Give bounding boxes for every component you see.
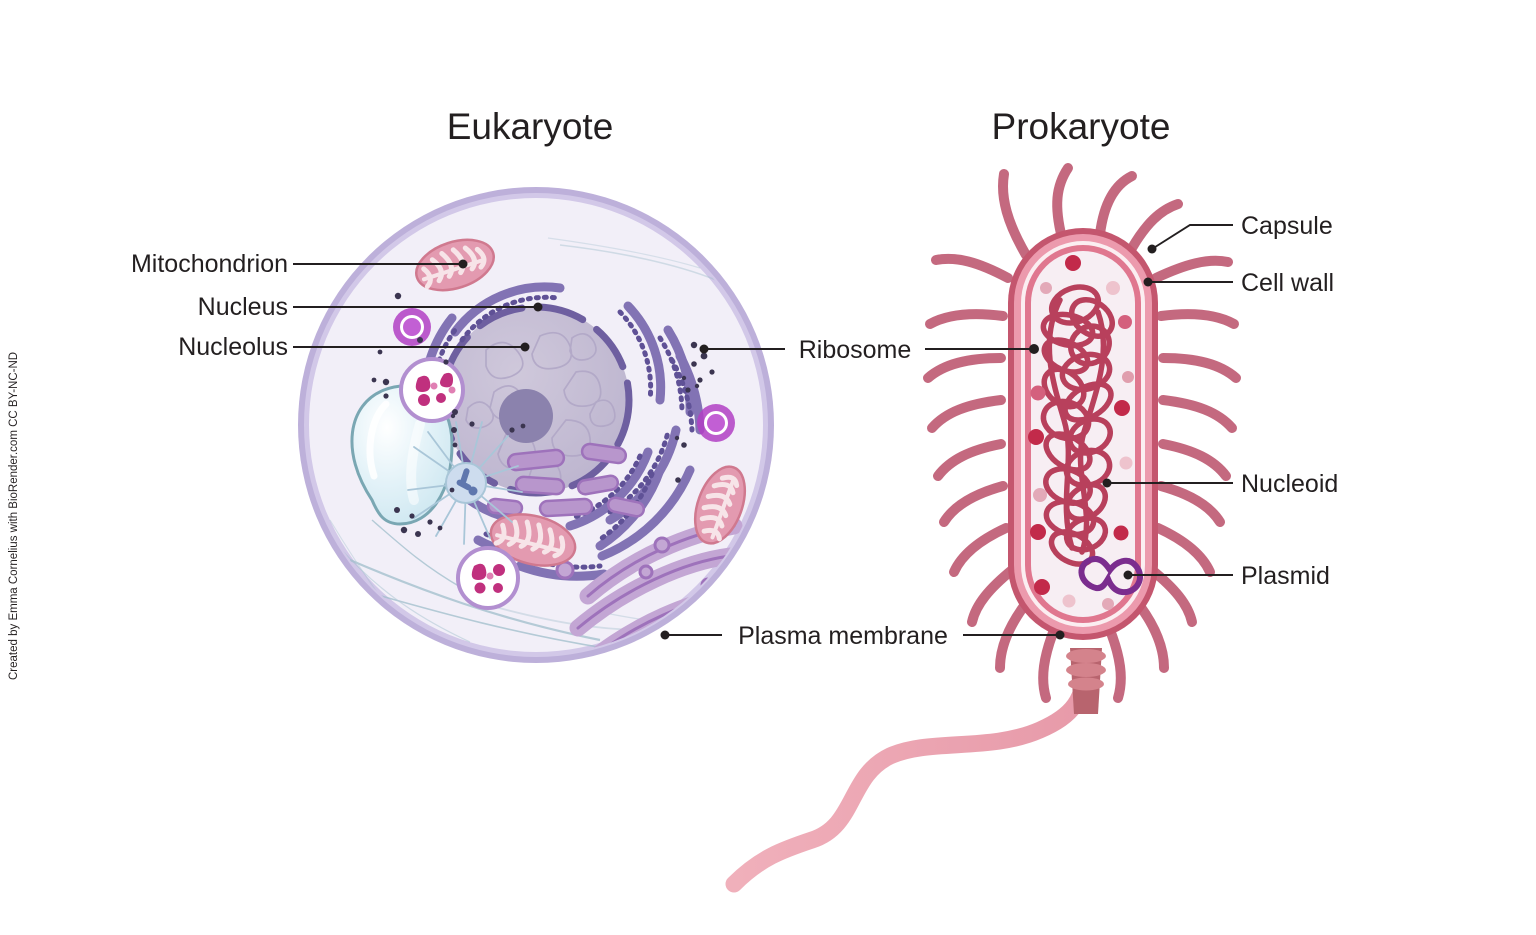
label-cell-wall: Cell wall	[1241, 269, 1334, 297]
centrosome	[407, 421, 523, 545]
vesicle-2	[697, 404, 735, 442]
vesicle-1	[393, 308, 431, 346]
label-plasmid: Plasmid	[1241, 562, 1330, 590]
flagellum	[725, 648, 1106, 893]
nucleoid	[1040, 284, 1115, 567]
pili	[923, 163, 1241, 703]
lysosome-2	[456, 546, 520, 610]
mitochondrion-2	[489, 513, 577, 567]
label-nucleus: Nucleus	[198, 293, 288, 321]
attribution-text: Created by Emma Cornelius with BioRender…	[8, 352, 20, 680]
eukaryote-title: Eukaryote	[447, 106, 614, 147]
lysosome-1	[399, 357, 465, 423]
prokaryote-title: Prokaryote	[992, 106, 1171, 147]
label-ribosome: Ribosome	[799, 336, 912, 364]
ribosome-dots-prokaryote	[1028, 255, 1134, 610]
label-plasma-membrane: Plasma membrane	[738, 622, 948, 650]
label-nucleolus: Nucleolus	[178, 333, 288, 361]
leader-lines	[293, 224, 1233, 640]
mitochondrion-1	[415, 238, 495, 292]
smooth-er	[486, 442, 646, 518]
eukaryote-cell	[298, 187, 774, 663]
prokaryote-cell	[725, 163, 1241, 893]
plasmid	[1078, 556, 1143, 596]
mitochondrion-3	[693, 465, 747, 545]
label-capsule: Capsule	[1241, 212, 1333, 240]
basal-body	[1066, 648, 1106, 714]
label-nucleoid: Nucleoid	[1241, 470, 1338, 498]
nucleolus-body	[499, 389, 553, 443]
ribosome-dots-eukaryote	[371, 292, 715, 537]
label-mitochondrion: Mitochondrion	[131, 250, 288, 278]
